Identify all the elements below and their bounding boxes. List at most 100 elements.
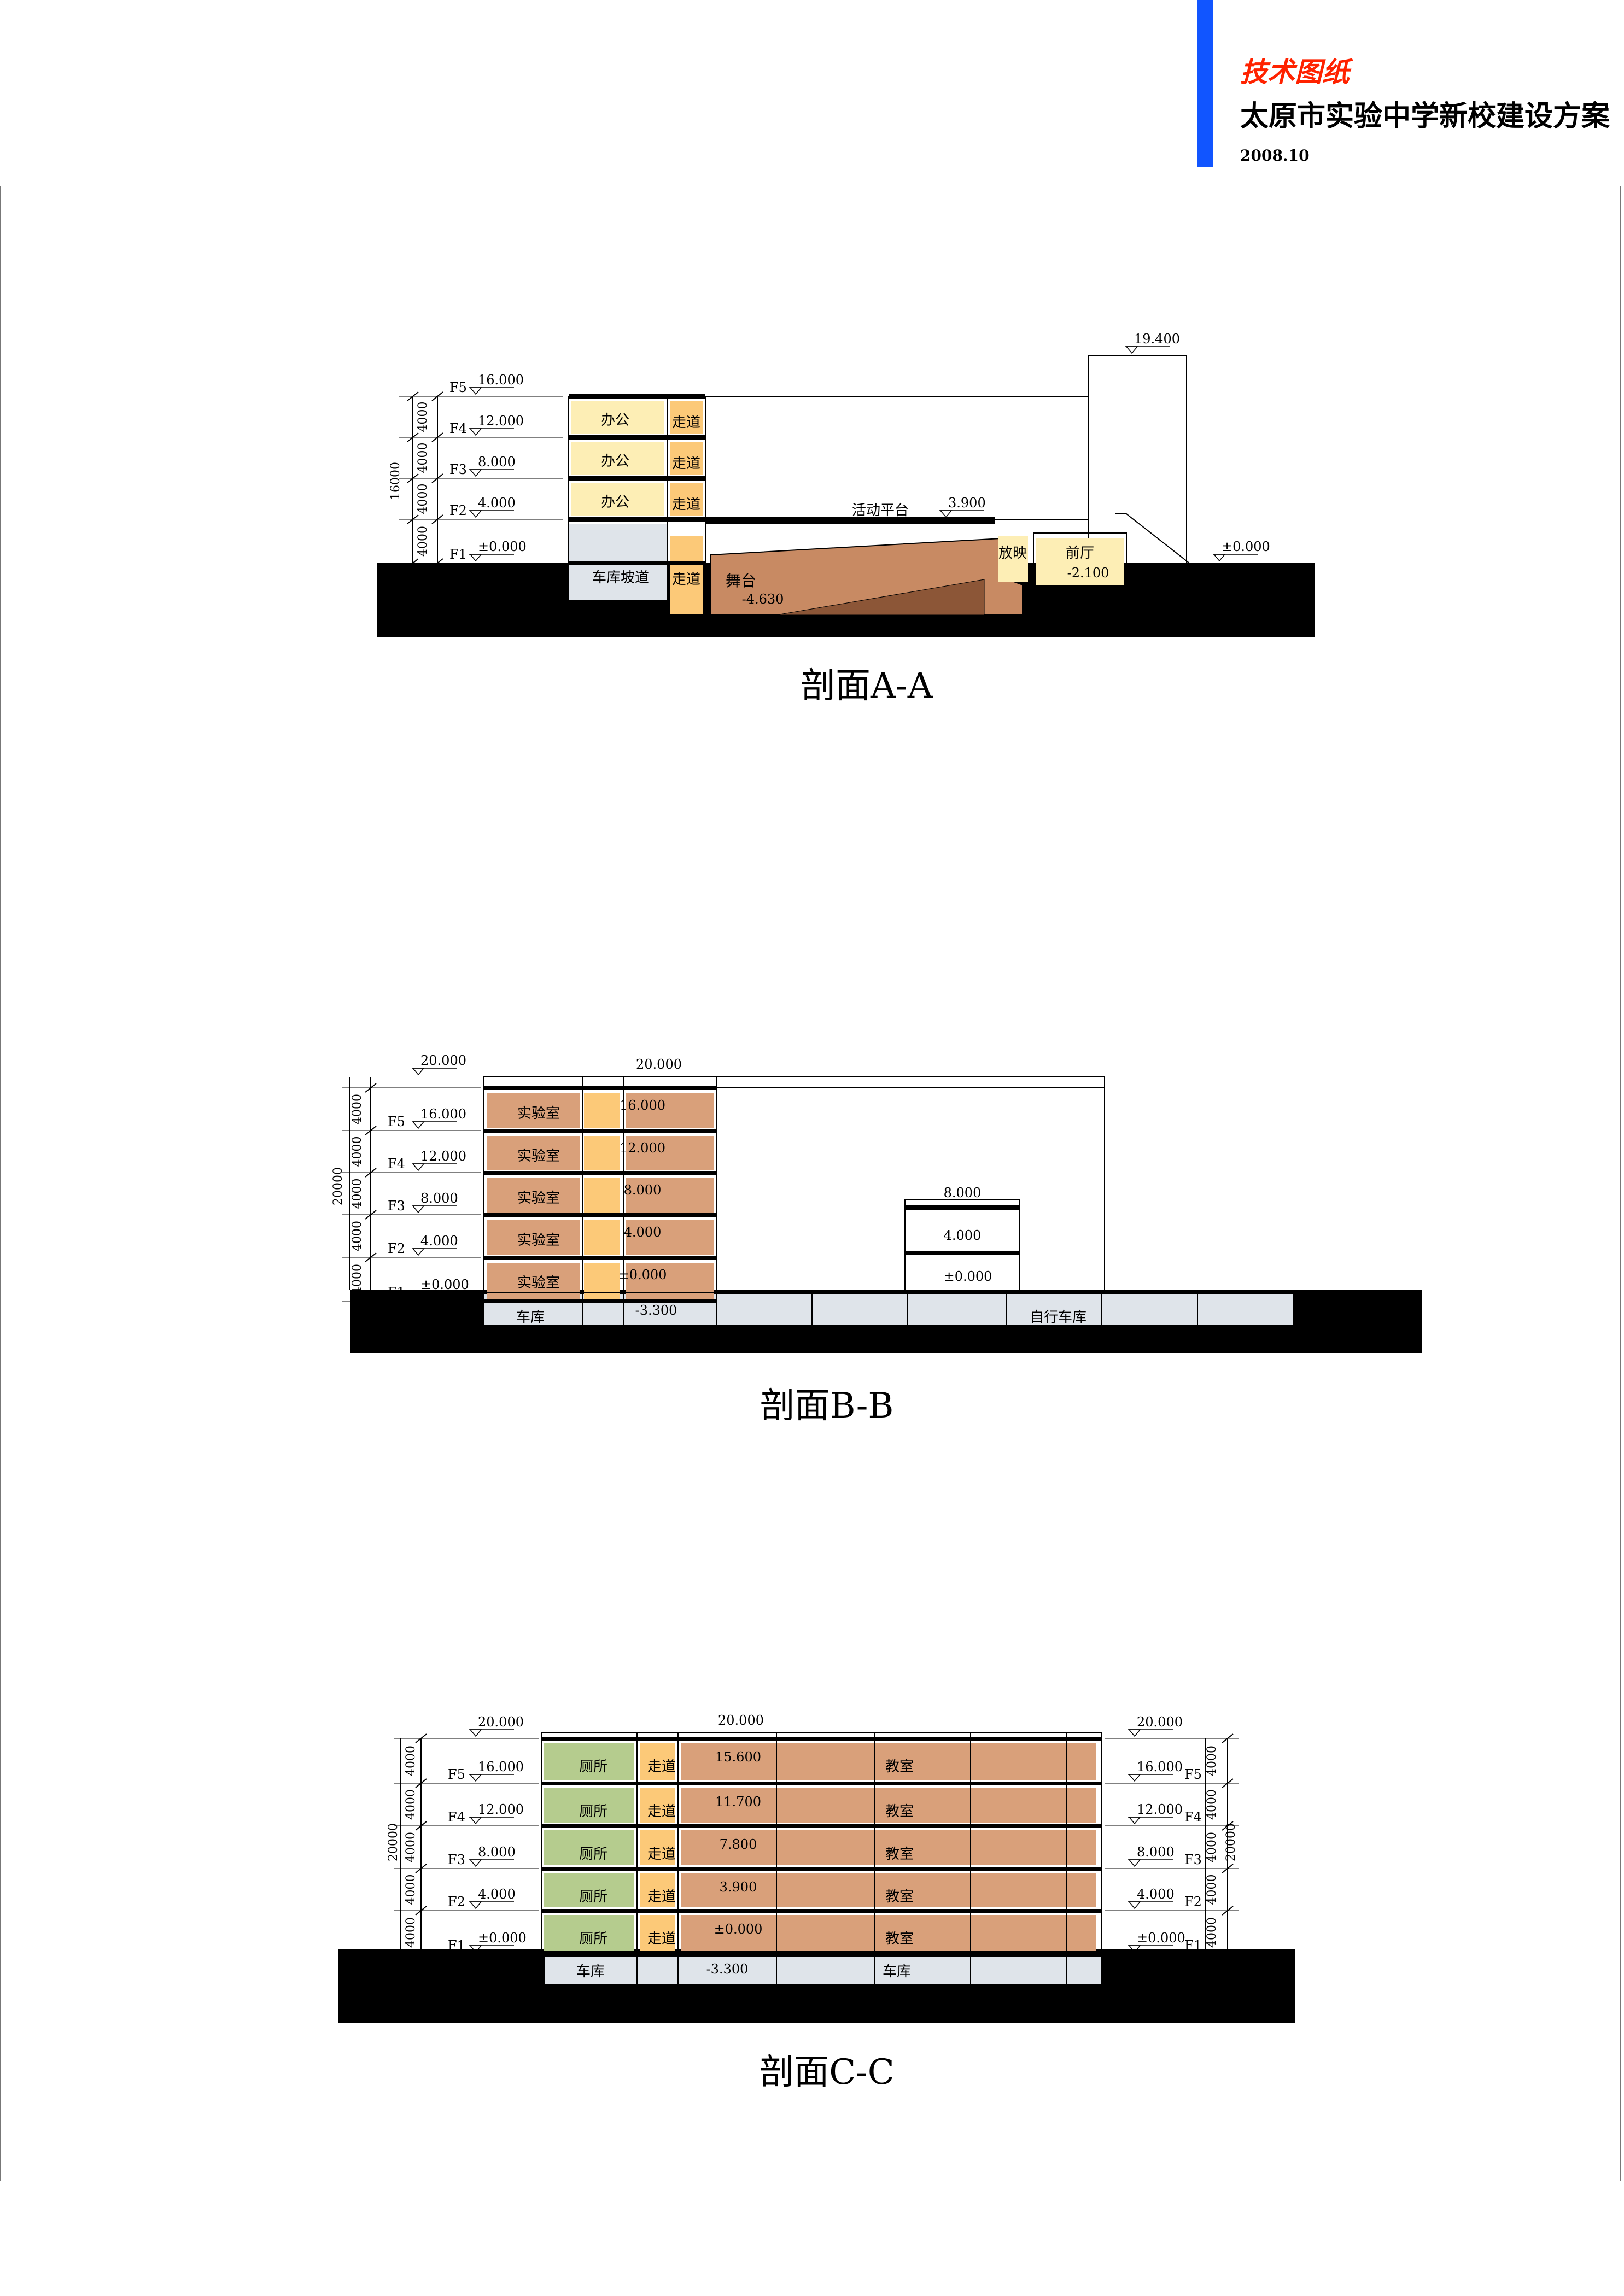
dim-tick (415, 1864, 427, 1873)
section-aa-title: 剖面A-A (801, 666, 933, 706)
mid-level: 4.000 (624, 1225, 662, 1240)
foyer-room (1036, 538, 1124, 585)
mid-level: 8.000 (624, 1182, 662, 1198)
dim-tick (1222, 1864, 1234, 1873)
corridor-label: 走道 (672, 414, 700, 431)
mid-level: 15.600 (715, 1749, 761, 1765)
toilet-label: 厕所 (579, 1931, 607, 1947)
dim-tick (365, 1210, 377, 1220)
floor-elevation-right: 16.000 (1137, 1759, 1183, 1774)
page-frame (0, 186, 1621, 2181)
floor-code-right: F4 (1184, 1809, 1202, 1825)
entrance-ramp (1115, 513, 1197, 564)
total-dim-label-right: 20000 (1224, 1823, 1238, 1861)
lab-room-2 (626, 1093, 714, 1128)
classroom-room (681, 1915, 1096, 1951)
mid-level: 3.900 (720, 1879, 757, 1895)
office-label: 办公 (601, 494, 629, 511)
corridor-label: 走道 (647, 1846, 676, 1862)
corridor-cell (640, 1788, 675, 1823)
floor-slab (484, 1299, 716, 1303)
floor-slab (569, 561, 705, 565)
dim-tick (407, 391, 419, 401)
dim-tick (365, 1296, 377, 1306)
corridor-cell-lower (670, 536, 703, 615)
floor-code: F1 (448, 1938, 465, 1953)
floor-code-right: F2 (1184, 1894, 1202, 1910)
floor-code: F3 (448, 1852, 465, 1867)
floor-code: F5 (448, 1767, 465, 1782)
floor-dim-label: 4000 (404, 1746, 418, 1776)
floor-elevation: 4.000 (478, 495, 516, 511)
tower-level: 19.400 (1134, 331, 1180, 347)
mid-roof-level: 20.000 (636, 1057, 682, 1072)
corridor-cell (584, 1220, 620, 1255)
dim-tick (1222, 1778, 1234, 1788)
garage-label: 车库 (516, 1309, 545, 1326)
floor-code: F5 (388, 1114, 405, 1129)
level-marker (1129, 1817, 1141, 1825)
floor-dim-label: 4000 (416, 526, 430, 557)
floor-elevation: 16.000 (420, 1106, 466, 1122)
level-marker (412, 1121, 425, 1129)
level-marker (470, 469, 482, 477)
dim-tick (365, 1252, 377, 1262)
corridor-cell (640, 1873, 675, 1907)
level-marker (1213, 554, 1226, 562)
floor-slab (541, 1782, 1102, 1785)
lab-room (487, 1136, 580, 1170)
level-marker (412, 1163, 425, 1172)
level-marker (470, 1817, 482, 1825)
lab-label: 实验室 (517, 1105, 560, 1122)
toilet-room (544, 1830, 634, 1865)
floor-dim-label: 4000 (350, 1264, 364, 1295)
toilet-label: 厕所 (579, 1846, 607, 1862)
lab-room (487, 1178, 580, 1213)
floor-slab (484, 1171, 716, 1175)
corridor-cell (640, 1915, 675, 1951)
corridor-label: 走道 (647, 1889, 676, 1905)
dim-tick (407, 514, 419, 524)
pavilion-level: 4.000 (944, 1228, 982, 1243)
floor-dim-label: 4000 (404, 1832, 418, 1862)
level-marker (1129, 1901, 1141, 1910)
platform-slab (705, 517, 995, 524)
floor-elevation: ±0.000 (478, 1930, 527, 1946)
classroom-label: 教室 (885, 1846, 914, 1862)
floor-code: F4 (388, 1156, 405, 1172)
floor-slab (484, 1213, 716, 1217)
floor-dim-label: 4000 (350, 1137, 364, 1167)
floor-elevation: 12.000 (420, 1149, 466, 1164)
floor-code: F1 (388, 1285, 405, 1300)
level-marker (1129, 1729, 1141, 1737)
level-marker (470, 1729, 482, 1737)
corridor-label: 走道 (647, 1803, 676, 1820)
corridor-label: 走道 (672, 455, 700, 472)
corridor-cell (584, 1263, 620, 1299)
lab-room-2 (626, 1178, 714, 1213)
stage-level: -4.630 (742, 591, 784, 607)
foyer-label: 前厅 (1066, 545, 1094, 561)
mid-level: ±0.000 (714, 1922, 763, 1937)
office-label: 办公 (601, 453, 629, 470)
dim-tick (407, 473, 419, 483)
toilet-label: 厕所 (579, 1889, 607, 1905)
section-cc-title: 剖面C-C (759, 2052, 895, 2093)
corridor-cell (640, 1743, 675, 1780)
section-bb-title: 剖面B-B (760, 1386, 894, 1426)
foyer-outline (1033, 532, 1127, 588)
floor-dim-label: 4000 (404, 1917, 418, 1948)
floor-dim-label: 4000 (350, 1094, 364, 1124)
level-marker (470, 428, 482, 436)
mid-level: 12.000 (620, 1140, 665, 1156)
pavilion-level: ±0.000 (944, 1269, 992, 1284)
floor-code-right: F5 (1184, 1767, 1202, 1782)
floor-elevation: 12.000 (478, 413, 524, 429)
floor-slab (541, 1867, 1102, 1871)
toilet-label: 厕所 (579, 1803, 607, 1820)
floor-dim-label: 4000 (416, 484, 430, 514)
floor-code: F3 (449, 462, 467, 477)
level-marker (412, 1248, 425, 1256)
dim-tick (431, 514, 443, 524)
